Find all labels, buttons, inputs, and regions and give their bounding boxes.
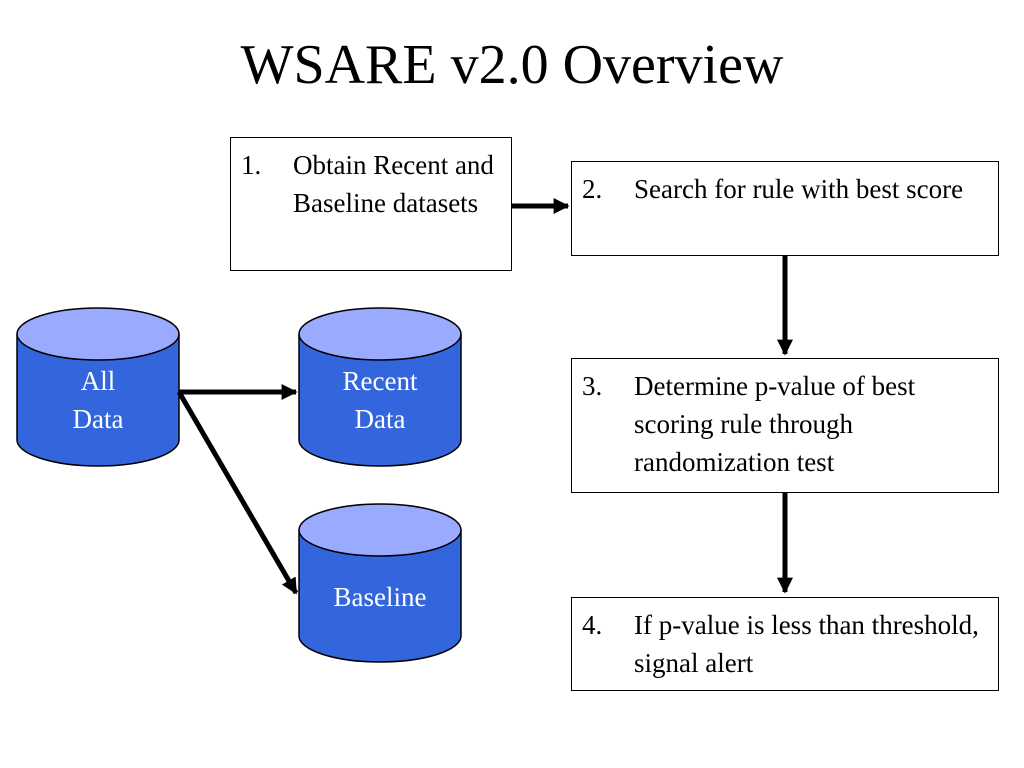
step-3-box: 3. Determine p-value of best scoring rul…	[571, 358, 999, 493]
baseline-label-line1: Baseline	[333, 582, 427, 612]
step-1-text: Obtain Recent and Baseline datasets	[293, 150, 494, 218]
baseline-database-icon	[298, 503, 462, 663]
step-1-number: 1.	[241, 150, 262, 180]
slide-title: WSARE v2.0 Overview	[240, 34, 784, 96]
all-data-database-icon	[16, 307, 180, 467]
recent-data-label-line2: Data	[354, 404, 406, 434]
all-data-label-line2: Data	[72, 404, 124, 434]
recent-data-database-icon	[298, 307, 462, 467]
step-4-box: 4. If p-value is less than threshold, si…	[571, 597, 999, 691]
step-1-box: 1. Obtain Recent and Baseline datasets	[230, 137, 512, 271]
all-data-label-line1: All	[80, 366, 116, 396]
step-4-text: If p-value is less than threshold, signa…	[634, 610, 979, 678]
arrow-all-to-baseline	[176, 390, 299, 595]
step-2-number: 2.	[582, 174, 603, 204]
step-4-number: 4.	[582, 610, 603, 640]
recent-data-label-line1: Recent	[342, 366, 418, 396]
all-data-label: All Data	[17, 362, 179, 438]
step-2-box: 2. Search for rule with best score	[571, 161, 999, 256]
step-3-text: Determine p-value of best scoring rule t…	[634, 371, 916, 477]
baseline-label: Baseline	[299, 578, 461, 616]
recent-data-label: Recent Data	[299, 362, 461, 438]
step-2-text: Search for rule with best score	[634, 174, 964, 204]
step-3-number: 3.	[582, 371, 603, 401]
